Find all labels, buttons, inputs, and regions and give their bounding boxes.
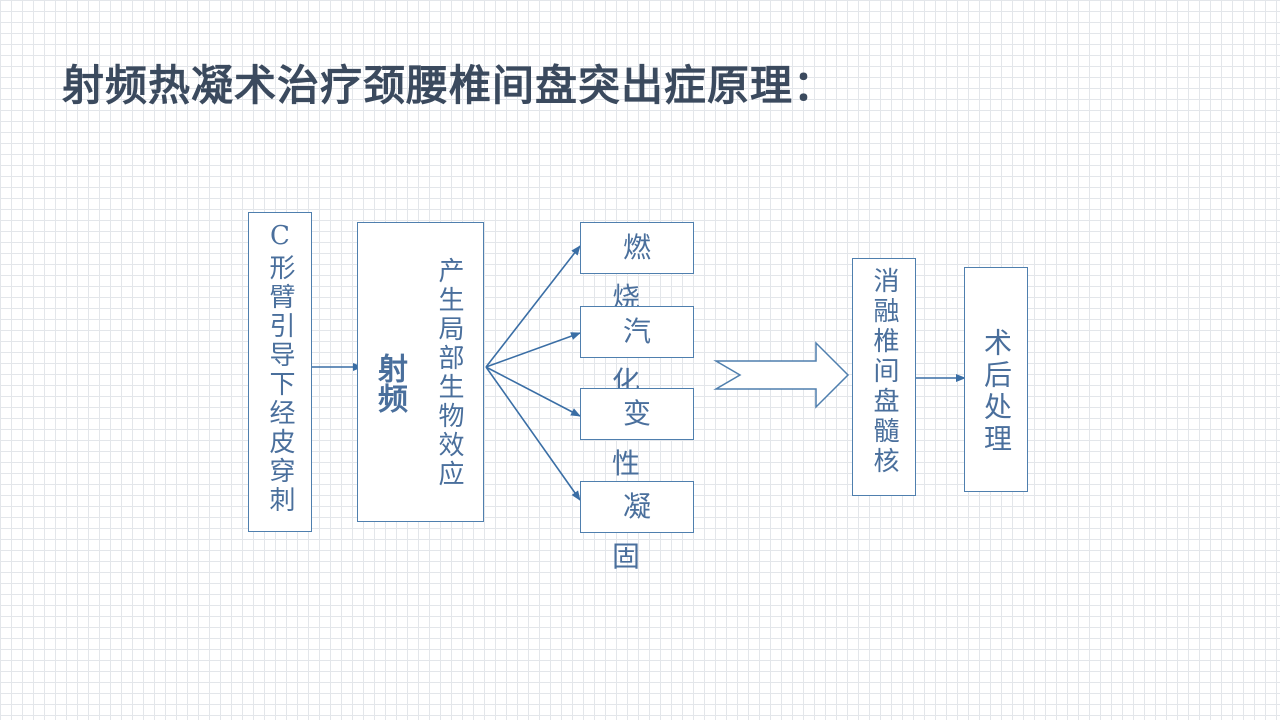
result-coagulate: 凝固 [580, 481, 694, 573]
result-denature: 变性 [580, 388, 694, 480]
post-label: 术后处理 [980, 328, 1013, 456]
result-vaporize: 汽化 [580, 306, 694, 398]
big-chevron-arrow [713, 341, 850, 409]
arrow-rf-to-burn [485, 245, 581, 368]
arrow-rf-to-coagulate [485, 366, 581, 501]
step-c-arm-guided-puncture: C形臂引导下经皮穿刺 [248, 212, 312, 532]
arrow-rf-to-denature [485, 366, 581, 417]
arrow-rf-to-vaporize [485, 332, 581, 368]
result-burn: 燃烧 [580, 222, 694, 314]
step-ablate-nucleus: 消融椎间盘髓核 [852, 258, 916, 496]
rf-effect-label: 产生局部生物效应 [434, 257, 464, 489]
step-radiofrequency: 射频 产生局部生物效应 [357, 222, 484, 522]
ablate-label: 消融椎间盘髓核 [869, 267, 899, 477]
page-title: 射频热凝术治疗颈腰椎间盘突出症原理： [62, 61, 837, 110]
rf-label: 射频 [372, 353, 407, 413]
step-post-op: 术后处理 [964, 267, 1028, 492]
guide-label: C形臂引导下经皮穿刺 [265, 221, 295, 515]
